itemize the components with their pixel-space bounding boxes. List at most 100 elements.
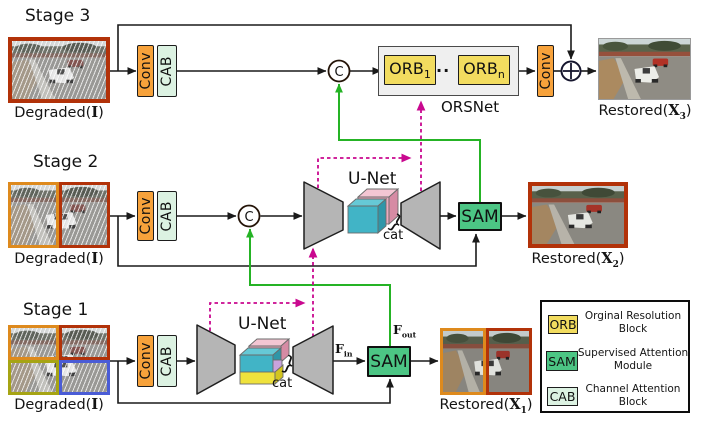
stage1-degraded-image: [8, 325, 110, 395]
stage3-degraded-label: Degraded(I): [4, 104, 114, 121]
degraded-label-post: ): [98, 105, 104, 121]
teal-cube-side: [377, 198, 387, 234]
restored-label-var: X: [509, 396, 521, 413]
legend-chip-cab: CAB: [547, 387, 578, 406]
stage1-title: Stage 1: [23, 300, 89, 320]
restored-label-pre: Restored(: [439, 397, 510, 413]
stage1-encoder-feature-arrow: [209, 298, 306, 331]
stage1-degraded-patch-top-right: [59, 325, 110, 360]
stage1-bypass-to-sam-line: [117, 361, 394, 404]
restored-label-sub: 1: [520, 405, 527, 416]
stage1-feature-cubes: [238, 338, 291, 385]
stage2-restored-image: [528, 182, 628, 248]
yellow-feature-cube: [239, 371, 276, 385]
stage2-decoder: [400, 181, 441, 250]
stage2-concat-label: C: [244, 210, 253, 225]
stage1-conv-block: Conv: [137, 335, 154, 387]
restored-label-post: ): [618, 251, 625, 267]
patch-scene: [443, 331, 483, 392]
stage2-feature-cubes: [346, 187, 400, 234]
stage3-degraded-image: [8, 37, 110, 103]
stage3-restored-image: [598, 38, 691, 100]
patch-scene: [11, 185, 56, 245]
f-out-label: Fout: [393, 322, 416, 340]
f-out-var: F: [393, 322, 402, 337]
conv-label: Conv: [137, 342, 154, 380]
restored-label-sub: 2: [612, 259, 619, 270]
legend-chip-sam: SAM: [546, 351, 578, 371]
degraded-label-var: I: [91, 104, 99, 121]
stage2-wires: [110, 212, 527, 267]
f-in-var: F: [335, 341, 344, 356]
orb1-text: ORB: [389, 59, 424, 78]
stage2-degraded-patch-right: [59, 182, 110, 248]
stage3-output-conv-block: Conv: [537, 45, 554, 97]
patch-scene: [62, 185, 107, 245]
degraded-label-post: ): [98, 251, 104, 267]
stage3-degraded-scene: [12, 41, 106, 99]
stage1-decoder: [292, 325, 334, 395]
legend-desc-sam: Supervised Attention Module: [578, 347, 688, 373]
stage3-wires: [110, 24, 597, 75]
teal-feature-cube: [239, 354, 274, 374]
stage3-cab-block: CAB: [157, 45, 177, 97]
stage3-concat-node: [327, 59, 351, 83]
legend-desc-line: Orginal Resolution: [584, 310, 682, 322]
stage1-restored-label: Restored(X1): [430, 396, 542, 416]
stage2-degraded-label: Degraded(I): [4, 250, 114, 267]
patch-scene: [11, 328, 56, 357]
stage1-wires: [110, 357, 439, 404]
stage2-bypass-to-sam-line: [117, 216, 480, 267]
legend-desc-cab: Channel Attention Block: [578, 383, 688, 409]
stage1-sam-block: SAM: [367, 346, 411, 377]
conv-label: Conv: [137, 52, 154, 90]
concat-nodes: C C: [237, 59, 351, 228]
stage2-title: Stage 2: [33, 152, 99, 172]
stage1-restored-patch-left: [440, 328, 486, 395]
stage2-cat-label: cat: [383, 228, 404, 243]
orsnet-label: ORSNet: [441, 98, 500, 116]
degraded-label-post: ): [98, 397, 104, 413]
f-out-sub: out: [401, 330, 417, 340]
stage1-degraded-patch-top-left: [8, 325, 59, 360]
stage1-cat-label: cat: [272, 376, 293, 391]
stage3-residual-line: [117, 24, 575, 71]
orb-ellipsis: ··: [436, 61, 451, 80]
restored-label-sub: 3: [679, 111, 686, 122]
cab-label: CAB: [159, 345, 175, 377]
yellow-cube-side: [274, 364, 284, 385]
orb1-block: ORB1: [384, 55, 436, 85]
degraded-label-pre: Degraded(: [14, 397, 92, 413]
sum-node-icon: [560, 60, 582, 82]
sam-feature-wires: [246, 83, 481, 346]
stage2-sam-block: SAM: [458, 202, 502, 231]
restored-label-post: ): [685, 103, 692, 119]
patch-scene: [11, 363, 56, 392]
stage1-cab-block: CAB: [157, 335, 177, 387]
restored-label-var: X: [601, 250, 613, 267]
stage1-fout-to-stage2-concat-arrow: [246, 228, 391, 346]
stage1-degraded-label: Degraded(I): [4, 396, 114, 413]
legend-desc-line: Supervised Attention: [577, 347, 689, 359]
conv-label: Conv: [137, 197, 154, 235]
patch-scene: [62, 328, 107, 357]
stage2-encoder-feature-arrow: [317, 153, 412, 188]
stage1-encoder: [196, 324, 236, 395]
stage2-degraded-patch-left: [8, 182, 59, 248]
stage1-unet-label: U-Net: [238, 314, 287, 334]
stage1-restored-patch-right: [486, 328, 532, 395]
stage3-title: Stage 3: [25, 6, 91, 26]
patch-scene: [489, 331, 529, 392]
conv-label: Conv: [537, 52, 554, 90]
stage3-conv-block: Conv: [137, 45, 154, 97]
degraded-label-pre: Degraded(: [14, 251, 92, 267]
sam-label: SAM: [461, 206, 499, 227]
cab-label: CAB: [159, 55, 175, 87]
restored-label-post: ): [526, 397, 533, 413]
pink-cube-side: [388, 187, 399, 226]
degraded-label-pre: Degraded(: [14, 105, 92, 121]
legend-box: ORB Orginal Resolution Block SAM Supervi…: [540, 300, 690, 413]
legend-desc-line: Module: [613, 359, 653, 372]
legend-desc-line: Block: [618, 322, 648, 335]
